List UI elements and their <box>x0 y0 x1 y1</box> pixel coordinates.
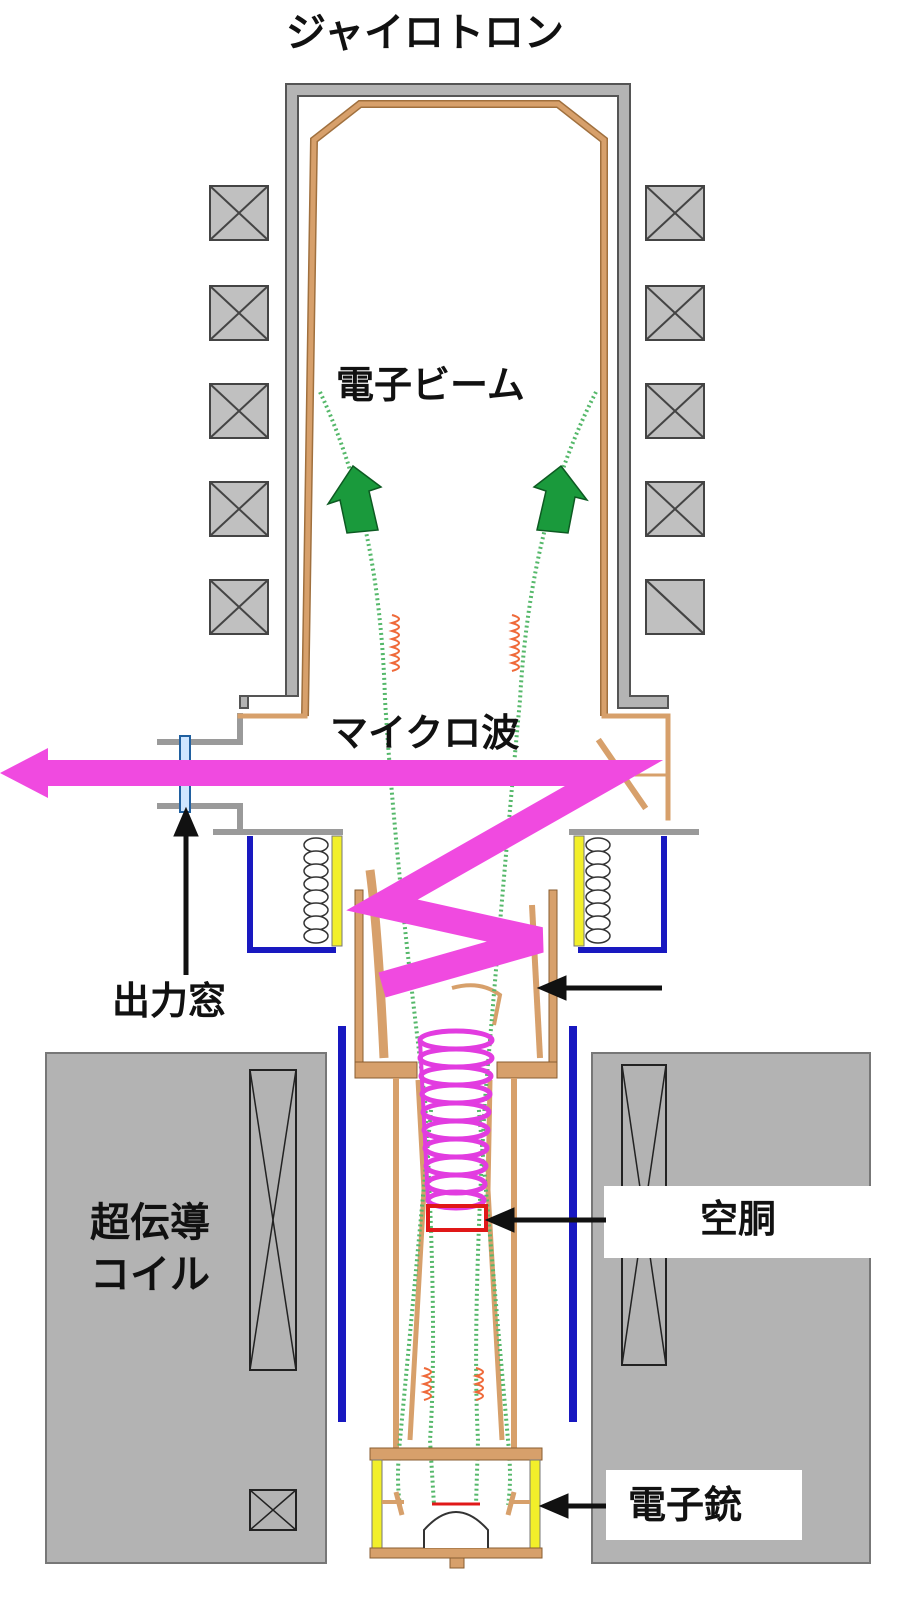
electron-gun <box>369 1447 543 1569</box>
diagram-title: ジャイロトロン <box>286 10 564 56</box>
label-electron-beam: 電子ビーム <box>336 363 525 407</box>
pointer-arrow-icon <box>173 806 662 1519</box>
collector-vessel <box>239 83 669 709</box>
label-electron-gun: 電子銃 <box>628 1483 743 1527</box>
housing-left <box>247 835 343 953</box>
sc-coil-left <box>45 1052 327 1564</box>
label-cavity: 空胴 <box>700 1197 777 1241</box>
collector-coils <box>209 185 705 635</box>
output-arrow-icon <box>0 748 48 798</box>
label-sc-coil-line2: コイル <box>90 1252 210 1298</box>
housing-right <box>573 835 667 953</box>
cavity-tube <box>354 869 558 1448</box>
microwave-helix <box>417 1028 495 1211</box>
beam-arrow-icon <box>326 464 589 534</box>
microwave-beam <box>0 748 664 998</box>
collector-liner <box>301 100 608 717</box>
cavity-marker <box>426 1204 488 1232</box>
spring-coil-icon <box>388 614 520 1401</box>
coil-cross-icon <box>209 185 705 635</box>
label-output-window: 出力窓 <box>112 979 227 1023</box>
label-microwave: マイクロ波 <box>330 711 520 755</box>
coil-cross-icon <box>249 1489 297 1531</box>
label-sc-coil-line1: 超伝導 <box>90 1200 210 1246</box>
